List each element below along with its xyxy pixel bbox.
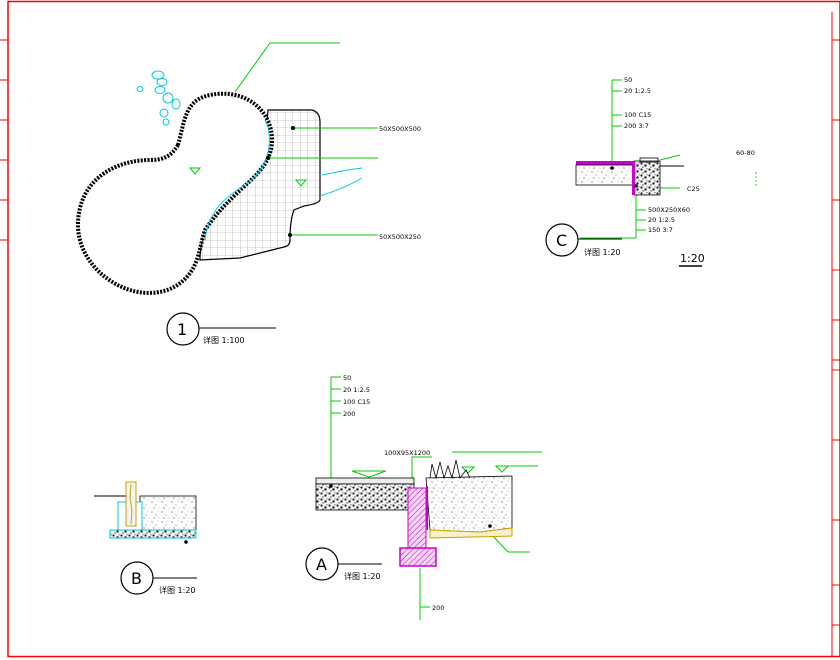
detail-a-post: [407, 487, 427, 551]
detail-b-section: B 详图 1:20: [94, 481, 197, 595]
pond-water-edge: [204, 119, 270, 241]
paving-top-label: 50X500X500: [379, 125, 421, 133]
detail-c-layer-2: 20 1:2.5: [624, 87, 651, 95]
detail-a-layer-1: 50: [343, 374, 351, 382]
detail-c-lower-layer-3: 150 3:7: [648, 226, 673, 234]
pond-outline: [75, 91, 275, 295]
water-level-symbol: [188, 167, 202, 175]
stream-curve-1: [321, 167, 363, 176]
detail-c-layer-1: 50: [624, 76, 632, 84]
detail-a-callout: A 详图 1:20: [305, 547, 382, 581]
water-level-symbol-a1: [351, 470, 387, 478]
detail-1-scale-label: 详图 1:100: [203, 335, 245, 345]
detail-c-scale-label: 详图 1:20: [584, 247, 621, 257]
detail-1-leaders: [234, 42, 378, 236]
detail-a-footing-edge: [429, 527, 513, 539]
water-level-symbol-2: [294, 179, 308, 187]
detail-a-layer-4: 200: [343, 410, 355, 418]
detail-a-footing: [399, 547, 437, 567]
detail-a-layer-2: 20 1:2.5: [343, 386, 370, 394]
detail-c-callout: C 详图 1:20: [545, 223, 622, 257]
detail-c-layer-4: 200 3:7: [624, 122, 649, 130]
detail-c-membrane: [576, 161, 634, 165]
detail-a-layer-3: 100 C15: [343, 398, 370, 406]
detail-c-range-label: 60-80: [736, 149, 755, 157]
detail-1-number: 1: [177, 320, 187, 339]
paving-bottom-label: 50X500X250: [379, 233, 421, 241]
detail-c-scale-note: 1:20: [680, 252, 705, 265]
detail-1-callout: 1 详图 1:100: [166, 312, 276, 346]
detail-a-number: A: [316, 555, 327, 574]
detail-b-callout: B 详图 1:20: [120, 561, 197, 595]
detail-a-scale-label: 详图 1:20: [344, 571, 381, 581]
detail-c-number: C: [556, 231, 567, 250]
detail-a-footing-label: 200: [432, 604, 444, 612]
detail-a-pond-wall: [425, 475, 513, 533]
detail-a-timber-label: 100X95X1200: [384, 449, 430, 457]
detail-b-number: B: [131, 569, 142, 588]
stream-curve-2: [319, 177, 363, 197]
detail-c-concrete-label: C25: [687, 185, 700, 193]
detail-a-base-left: [315, 483, 415, 511]
detail-c-lower-layer-2: 20 1:2.5: [648, 216, 675, 224]
detail-c-edge-membrane: [632, 161, 635, 195]
water-level-symbol-a3: [494, 465, 510, 473]
detail-c-leaders: [580, 79, 681, 239]
detail-c-section: 50 20 1:2.5 100 C15 200 3:7 60-80 C25 50…: [545, 76, 757, 267]
detail-a-paving: [315, 477, 415, 485]
water-level-symbol-a2: [460, 466, 476, 474]
title-block-strip: [831, 12, 840, 656]
detail-a-plants: [429, 459, 471, 480]
detail-1-plan: 50X500X500 50X500X250 1 详图 1:100: [75, 42, 421, 346]
stepping-stones: [136, 70, 181, 126]
detail-b-scale-label: 详图 1:20: [159, 585, 196, 595]
detail-a-pond-liner: [426, 486, 428, 530]
detail-b-ground: [139, 495, 197, 531]
detail-c-lower-layer-1: 500X250X60: [648, 206, 690, 214]
detail-b-base: [109, 529, 197, 539]
detail-a-section: 50 20 1:2.5 100 C15 200 100X95X1200 200 …: [305, 374, 542, 620]
detail-c-edge: [633, 160, 661, 196]
detail-c-layer-3: 100 C15: [624, 111, 651, 119]
detail-c-base: [575, 164, 635, 186]
